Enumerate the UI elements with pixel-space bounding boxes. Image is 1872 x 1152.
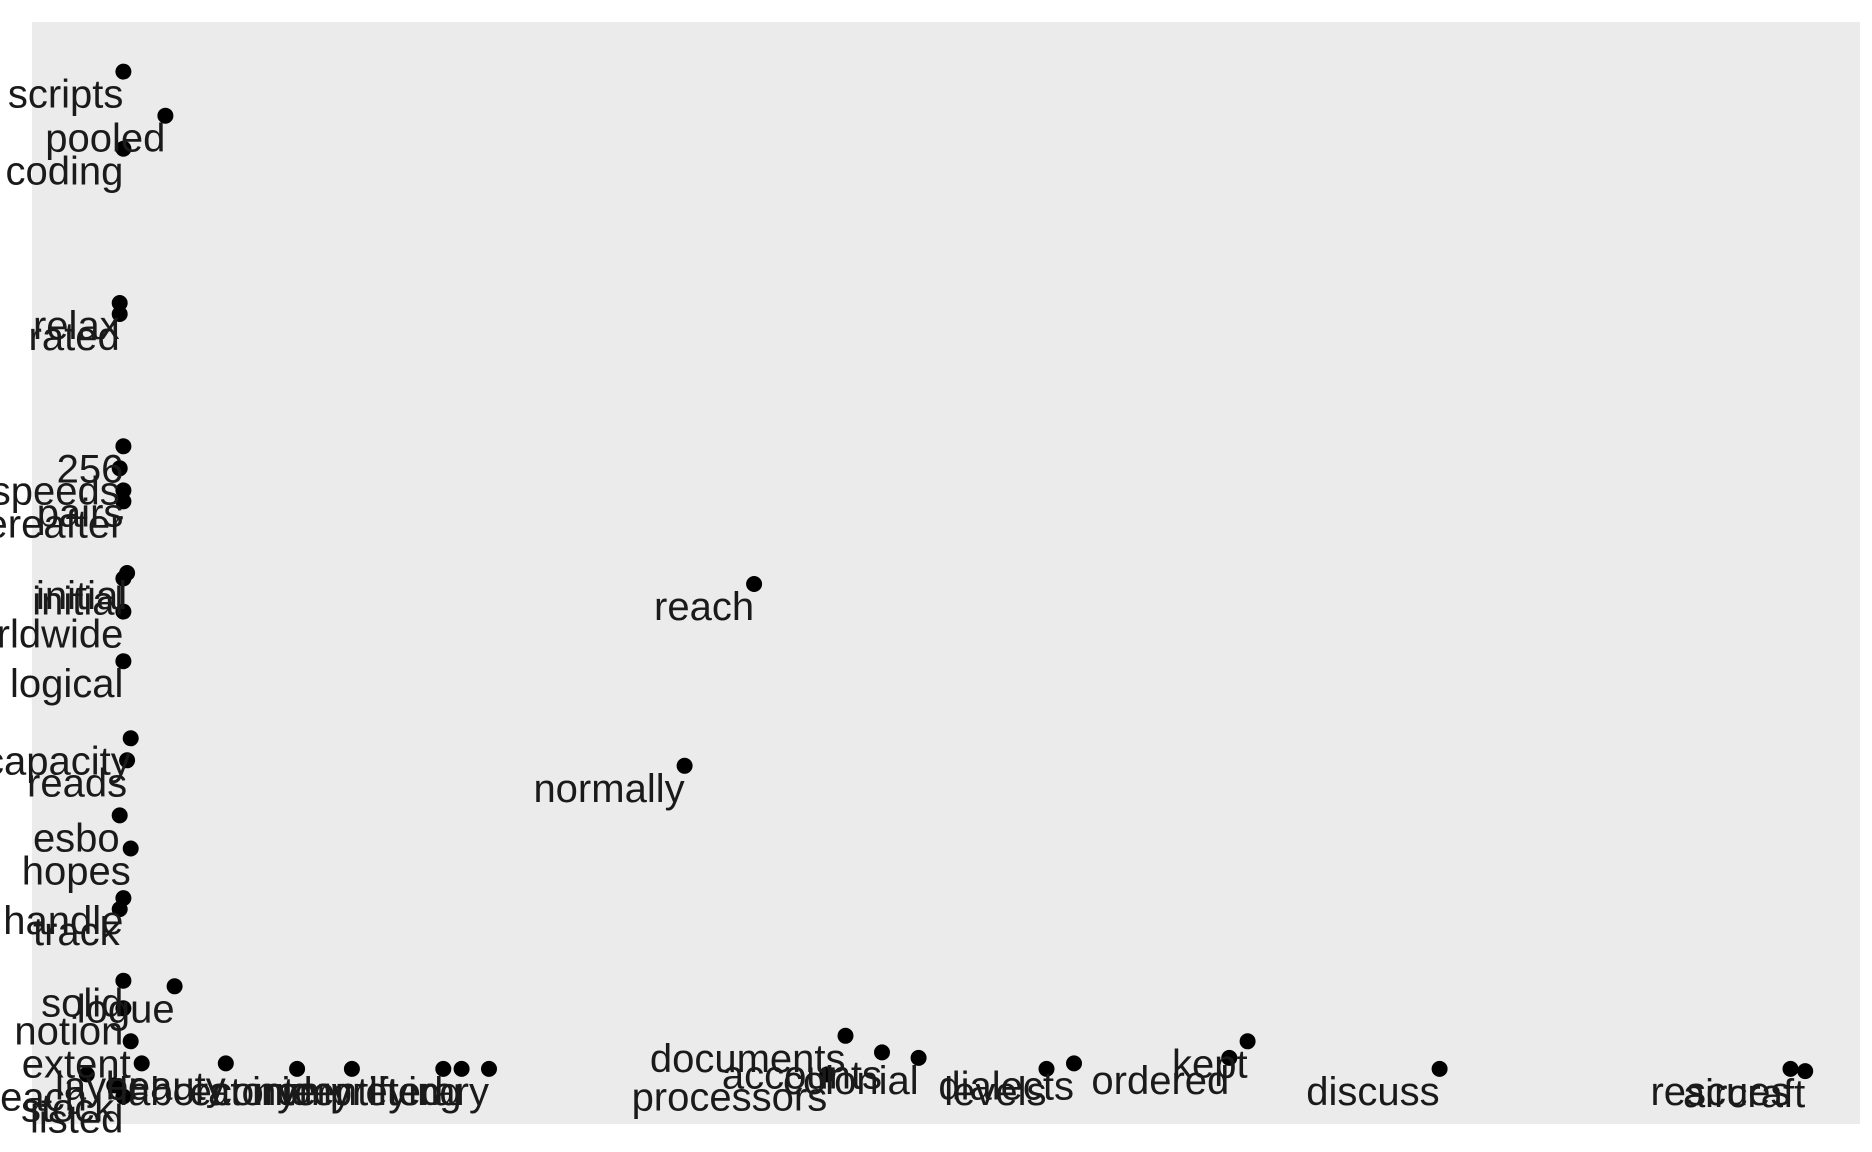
point-label: handle (3, 899, 123, 943)
data-point (115, 1088, 132, 1105)
point-label: documents (650, 1037, 846, 1081)
data-point (1239, 1033, 1256, 1050)
point-label: beach (0, 1075, 87, 1119)
point-label: literary (369, 1070, 489, 1114)
data-point (119, 752, 136, 769)
point-label: 256 (57, 447, 124, 491)
data-point (106, 1077, 123, 1094)
point-label: scripts (8, 73, 124, 117)
point-label: relax (33, 304, 120, 348)
point-label: levels (944, 1070, 1046, 1114)
point-label: extent (22, 1042, 131, 1086)
data-point (874, 1044, 890, 1061)
point-label: aircraft (1683, 1072, 1805, 1116)
data-point (115, 653, 132, 670)
point-label: speeds (0, 469, 120, 513)
data-point (1782, 1060, 1799, 1077)
point-label: rescues (1650, 1070, 1790, 1114)
point-label: laboratory (119, 1070, 297, 1114)
points-layer (78, 63, 1814, 1105)
data-point (115, 603, 132, 620)
point-label: initial (36, 574, 127, 618)
point-label: interpreted (252, 1070, 443, 1114)
data-point (115, 1000, 132, 1017)
point-label: logical (10, 662, 123, 706)
point-label: initial (32, 580, 123, 624)
data-point (115, 972, 132, 989)
point-label: beauty (106, 1064, 226, 1108)
data-point (111, 460, 128, 477)
point-label: identifying (281, 1070, 461, 1114)
data-point (1431, 1060, 1448, 1077)
data-point (111, 807, 128, 824)
point-label: solid (41, 982, 123, 1026)
data-point (1221, 1049, 1238, 1066)
data-point (1066, 1055, 1082, 1072)
data-point (115, 493, 132, 510)
point-label: colonial (783, 1059, 919, 1103)
data-point (166, 978, 183, 995)
point-label: hopes (22, 850, 131, 894)
data-point (111, 295, 128, 311)
point-label: processors (632, 1075, 828, 1119)
data-point (289, 1060, 306, 1077)
data-point (343, 1060, 360, 1077)
point-label: esbo (33, 816, 120, 860)
point-label: reads (27, 761, 127, 805)
point-label: worldwide (0, 613, 123, 657)
point-label: pairs (37, 491, 124, 535)
data-point (115, 63, 132, 80)
data-point (453, 1060, 470, 1077)
point-label: stock (21, 1086, 115, 1130)
plot-panel-background (32, 22, 1860, 1124)
data-point (122, 730, 139, 747)
data-point (1797, 1063, 1814, 1080)
data-point (111, 901, 128, 918)
point-label: accounts (722, 1053, 882, 1097)
point-label: dialects (938, 1064, 1074, 1108)
data-point (115, 438, 132, 455)
point-label: kept (1172, 1042, 1248, 1086)
data-point (1038, 1060, 1055, 1077)
data-point (115, 482, 132, 499)
point-label: track (33, 910, 121, 954)
data-point (133, 1055, 150, 1072)
data-point (115, 140, 132, 157)
data-point (122, 840, 139, 857)
point-label: ordered (1091, 1059, 1229, 1103)
data-point (111, 306, 128, 322)
data-point (481, 1060, 497, 1077)
point-label: economy (190, 1070, 352, 1114)
point-label: layer (55, 1064, 142, 1108)
data-point (122, 1033, 139, 1050)
point-label: coding (6, 150, 124, 194)
point-label: notion (14, 1009, 123, 1053)
point-label: reach (654, 585, 754, 629)
point-label: logue (77, 987, 175, 1031)
data-point (78, 1066, 95, 1083)
point-label: listed (30, 1098, 123, 1142)
data-point (157, 107, 174, 124)
point-label: normally (533, 767, 684, 811)
data-point (217, 1055, 234, 1072)
data-point (910, 1049, 927, 1066)
point-label: discuss (1306, 1070, 1439, 1114)
point-label: thereafter (0, 502, 123, 546)
point-label: pooled (45, 117, 165, 161)
point-label: capacity (0, 739, 131, 783)
data-point (676, 757, 693, 774)
data-point (115, 570, 132, 587)
data-point (746, 576, 763, 592)
data-point (837, 1027, 854, 1044)
data-point (819, 1066, 836, 1083)
data-point (435, 1060, 452, 1077)
point-label: rated (29, 315, 120, 359)
